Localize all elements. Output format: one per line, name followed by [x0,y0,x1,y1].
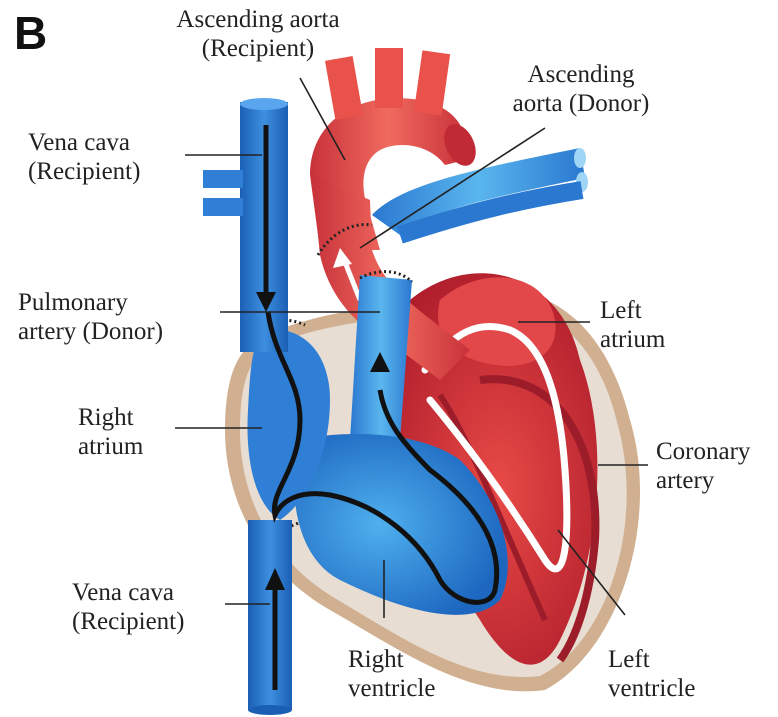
label-right-ventricle: Right ventricle [348,645,435,703]
label-line: artery [656,466,750,495]
vena-cava-top-opening [240,98,288,110]
label-line: ventricle [348,674,435,703]
panel-letter: B [14,8,47,58]
label-line: atrium [78,432,143,461]
label-left-atrium: Left atrium [600,296,665,354]
label-right-atrium: Right atrium [78,403,143,461]
label-coronary-artery: Coronary artery [656,437,750,495]
label-vena-cava-recipient-top: Vena cava (Recipient) [28,128,140,186]
label-line: Ascending [486,60,676,89]
label-line: (Recipient) [72,607,184,636]
label-line: Right [78,403,143,432]
label-line: Left [608,645,695,674]
label-pulmonary-artery-donor: Pulmonary artery (Donor) [18,288,163,346]
label-vena-cava-recipient-bottom: Vena cava (Recipient) [72,578,184,636]
label-ascending-aorta-donor: Ascending aorta (Donor) [486,60,676,118]
label-line: artery (Donor) [18,317,163,346]
vena-cava-lower [248,520,292,710]
label-line: (Recipient) [168,34,348,63]
label-ascending-aorta-recipient: Ascending aorta (Recipient) [168,5,348,63]
label-line: (Recipient) [28,157,140,186]
aorta-branch-2 [375,48,403,108]
label-line: atrium [600,325,665,354]
pa-cut-end-1 [574,148,586,168]
vena-cava-branch-2 [203,198,243,216]
label-line: Vena cava [72,578,184,607]
label-line: Left [600,296,665,325]
label-left-ventricle: Left ventricle [608,645,695,703]
aorta-branch-1 [325,56,363,120]
label-line: ventricle [608,674,695,703]
vena-cava-branch-1 [203,170,243,188]
label-line: Ascending aorta [168,5,348,34]
label-line: aorta (Donor) [486,89,676,118]
label-line: Pulmonary [18,288,163,317]
aorta-branch-3 [414,50,450,115]
label-line: Coronary [656,437,750,466]
label-line: Vena cava [28,128,140,157]
vena-cava-bottom-opening [248,705,292,715]
label-line: Right [348,645,435,674]
